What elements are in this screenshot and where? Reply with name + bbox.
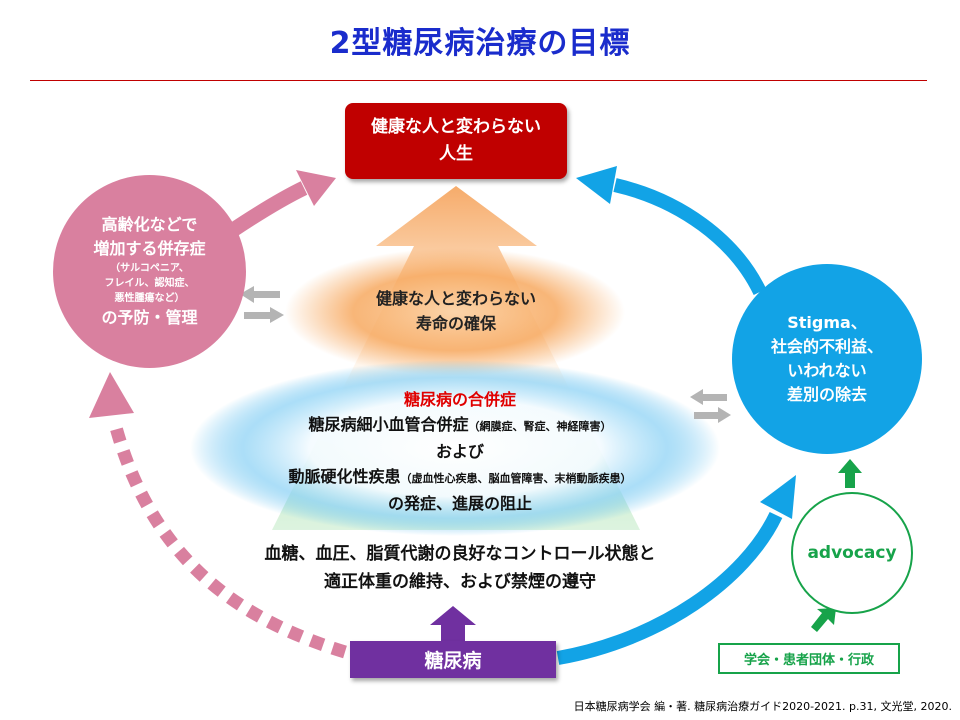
comorbidities-line2: 増加する併存症 — [93, 239, 206, 258]
complications-text: 糖尿病の合併症 糖尿病細小血管合併症（網膜症、腎症、神経障害） および 動脈硬化… — [220, 387, 700, 516]
control-line1: 血糖、血圧、脂質代謝の良好なコントロール状態と — [264, 544, 656, 564]
goal-line1: 健康な人と変わらない — [371, 117, 541, 137]
comorbidities-note2: フレイル、認知症、 — [104, 278, 195, 289]
citation: 日本糖尿病学会 編・著. 糖尿病治療ガイド2020-2021. p.31, 文光… — [573, 700, 952, 713]
macro-note: （虚血性心疾患、脳血管障害、末梢動脈疾患） — [400, 472, 632, 485]
stigma-line2: 社会的不利益、 — [770, 337, 883, 356]
diabetes-box: 糖尿病 — [350, 641, 556, 678]
stigma-line1: Stigma、 — [787, 313, 867, 332]
stigma-line3: いわれない — [787, 361, 867, 380]
stigma-line4: 差別の除去 — [786, 385, 867, 404]
micro-note: （網膜症、腎症、神経障害） — [468, 420, 612, 433]
exchange-arrow-right-top — [690, 389, 727, 405]
goal-line2: 人生 — [439, 144, 473, 164]
micro-line: 糖尿病細小血管合併症（網膜症、腎症、神経障害） — [220, 412, 700, 439]
micro-label: 糖尿病細小血管合併症 — [308, 415, 469, 434]
comorbidities-note1: （サルコペニア、 — [110, 263, 189, 274]
comorbidities-line3: の予防・管理 — [101, 308, 198, 327]
green-up-arrow — [838, 459, 862, 488]
pink-dashed-arrow — [107, 418, 347, 659]
lifespan-text: 健康な人と変わらない 寿命の確保 — [330, 286, 582, 336]
stigma-circle: Stigma、 社会的不利益、 いわれない 差別の除去 — [732, 264, 922, 454]
macro-label: 動脈硬化性疾患 — [288, 467, 401, 486]
blue-lower-arrowhead — [760, 475, 796, 519]
prevent-line: の発症、進展の阻止 — [387, 494, 532, 513]
exchange-arrow-left-bottom — [244, 307, 284, 323]
comorbidities-note3: 悪性腫瘍など） — [114, 293, 185, 304]
pink-arrowhead — [296, 170, 336, 206]
pink-dashed-arrowhead — [89, 372, 134, 418]
lifespan-line2: 寿命の確保 — [415, 314, 496, 333]
pink-arrow-path — [225, 181, 308, 239]
control-text: 血糖、血圧、脂質代謝の良好なコントロール状態と 適正体重の維持、および禁煙の遵守 — [205, 540, 715, 596]
exchange-arrow-right-bottom — [694, 407, 731, 423]
goal-box: 健康な人と変わらない 人生 — [345, 103, 567, 179]
green-diagonal-arrow — [811, 608, 836, 632]
page-title: 2型糖尿病治療の目標 — [329, 26, 631, 61]
advocacy-circle: advocacy — [791, 492, 913, 614]
complications-glow — [190, 360, 720, 536]
macro-line: 動脈硬化性疾患（虚血性心疾患、脳血管障害、末梢動脈疾患） — [220, 464, 700, 491]
stakeholders-box: 学会・患者団体・行政 — [718, 643, 900, 674]
blue-lower-arrow-path — [556, 511, 783, 665]
blue-upper-arrowhead — [576, 166, 617, 204]
purple-up-arrow — [430, 606, 476, 641]
blue-upper-arrow-path — [613, 178, 767, 296]
title-divider — [30, 80, 927, 81]
lifespan-line1: 健康な人と変わらない — [375, 289, 536, 308]
comorbidities-line1: 高齢化などで — [101, 215, 198, 234]
control-line2: 適正体重の維持、および禁煙の遵守 — [324, 572, 596, 592]
and-line: および — [435, 442, 484, 461]
complications-heading: 糖尿病の合併症 — [403, 390, 516, 409]
lifespan-glow — [285, 248, 625, 376]
comorbidities-circle: 高齢化などで 増加する併存症 （サルコペニア、 フレイル、認知症、 悪性腫瘍など… — [53, 175, 246, 368]
exchange-arrow-left-top — [240, 286, 280, 303]
